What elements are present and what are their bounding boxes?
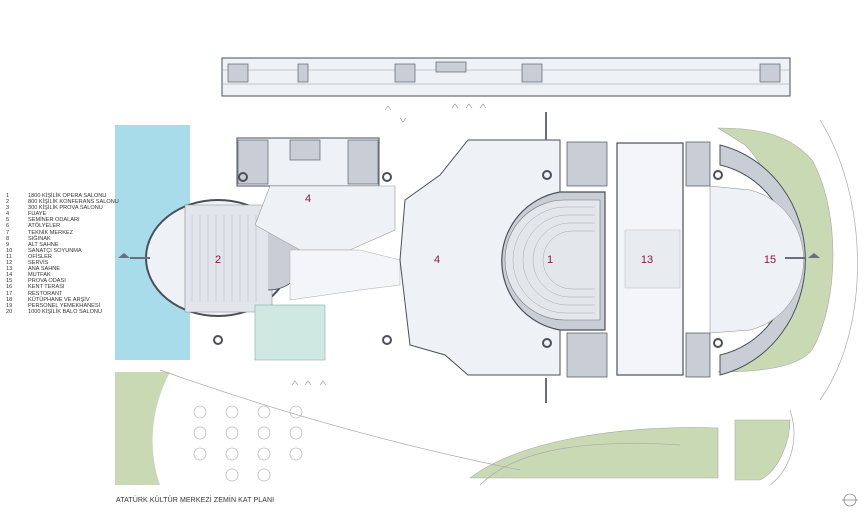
legend-item: 6 ATÖLYELER [6,223,119,229]
green-area-southeast [469,419,791,481]
legend-text: KÜTÜPHANE VE ARŞİV [28,296,90,303]
legend-text: ATÖLYELER [28,223,61,230]
legend-item: 16 KENT TERASI [6,284,119,290]
legend-num: 9 [6,241,10,248]
legend-num: 1 [6,193,10,199]
legend-item: 20 1000 KİŞİLİK BALO SALONU [6,309,119,315]
legend-item: 18 KÜTÜPHANE VE ARŞİV [6,297,119,303]
legend-num: 2 [6,199,10,206]
label-conference-hall: 2 [215,254,221,266]
legend-text: 1800 KİŞİLİK OPERA SALONU [28,193,107,199]
service-cores [566,141,711,378]
legend-num: 10 [6,247,13,254]
legend-item: 12 SERVİS [6,260,119,266]
legend-item: 4 FUAYE [6,211,119,217]
legend-num: 3 [6,205,10,212]
legend-text: 1000 KİŞİLİK BALO SALONU [28,308,102,315]
legend-num: 20 [6,308,13,315]
legend-num: 11 [6,253,12,260]
legend-num: 5 [6,217,10,224]
legend-text: PERSONEL YEMEKHANESİ [28,302,101,309]
legend-text: ALT SAHNE [28,241,59,248]
legend-text: SEMİNER ODALARI [28,217,80,224]
legend-num: 4 [6,211,10,218]
legend-text: OFİSLER [28,253,52,260]
legend-num: 19 [6,302,13,309]
legend-text: SIĞINAK [28,235,51,242]
legend-text: MUTFAK [28,272,51,279]
label-main-stage: 13 [641,254,653,266]
legend-item: 2 800 KİŞİLİK KONFERANS SALONU [6,199,119,205]
tree-grid [193,405,303,482]
legend-item: 5 SEMİNER ODALARI [6,217,119,223]
legend-text: FUAYE [28,211,47,218]
legend: 1 1800 KİŞİLİK OPERA SALONU 2 800 KİŞİLİK … [6,193,119,315]
legend-num: 18 [6,296,13,303]
legend-num: 17 [6,290,13,297]
legend-num: 15 [6,278,13,285]
legend-text: KENT TERASI [28,284,65,291]
entry-arrows [291,103,487,386]
legend-item: 3 300 KİŞİLİK PROVA SALONU [6,205,119,211]
legend-item: 19 PERSONEL YEMEKHANESİ [6,303,119,309]
stage-grid [624,229,681,289]
legend-text: SANATÇI SOYUNMA [28,247,82,254]
legend-item: 11 OFİSLER [6,254,119,260]
legend-item: 1 1800 KİŞİLİK OPERA SALONU [6,193,119,199]
legend-item: 7 TEKNİK MERKEZ [6,230,119,236]
entrance-markers [118,112,820,403]
west-block-rooms [237,139,379,185]
legend-num: 16 [6,284,13,291]
legend-text: PROVA ODASI [28,278,66,285]
green-area-southwest [115,372,170,485]
label-rehearsal-rooms: 15 [764,254,776,266]
legend-item: 10 SANATÇI SOYUNMA [6,248,119,254]
legend-num: 8 [6,235,10,242]
legend-item: 15 PROVA ODASI [6,278,119,284]
opera-hall-floor [504,199,601,321]
legend-num: 13 [6,266,13,273]
columns [213,170,723,348]
north-strip-rooms [227,61,781,83]
legend-item: 14 MUTFAK [6,272,119,278]
legend-text: TEKNİK MERKEZ [28,229,74,236]
label-main-foyer: 4 [434,254,440,266]
legend-item: 17 RESTORANT [6,291,119,297]
legend-text: 800 KİŞİLİK KONFERANS SALONU [28,199,119,206]
legend-text: SERVİS [28,260,49,267]
legend-text: ANA SAHNE [28,266,61,273]
water-pool [115,125,190,360]
conference-seating [191,215,257,302]
glass-courtyard [254,304,326,361]
connecting-terrace [289,249,401,301]
plan-title: ATATÜRK KÜLTÜR MERKEZİ ZEMİN KAT PLANI [116,497,275,504]
label-west-foyer: 4 [305,193,311,205]
landscape-curves [159,119,858,486]
legend-text: RESTORANT [28,290,63,297]
legend-item: 9 ALT SAHNE [6,242,119,248]
legend-num: 7 [6,229,10,236]
legend-item: 8 SIĞINAK [6,236,119,242]
legend-item: 13 ANA SAHNE [6,266,119,272]
backstage-area [709,185,804,334]
north-strip-building [221,57,791,97]
label-opera-hall: 1 [547,254,553,266]
legend-num: 12 [6,260,13,267]
legend-text: 300 KİŞİLİK PROVA SALONU [28,205,103,212]
north-arrow-icon [842,493,858,507]
legend-num: 6 [6,223,10,230]
legend-num: 14 [6,272,13,279]
